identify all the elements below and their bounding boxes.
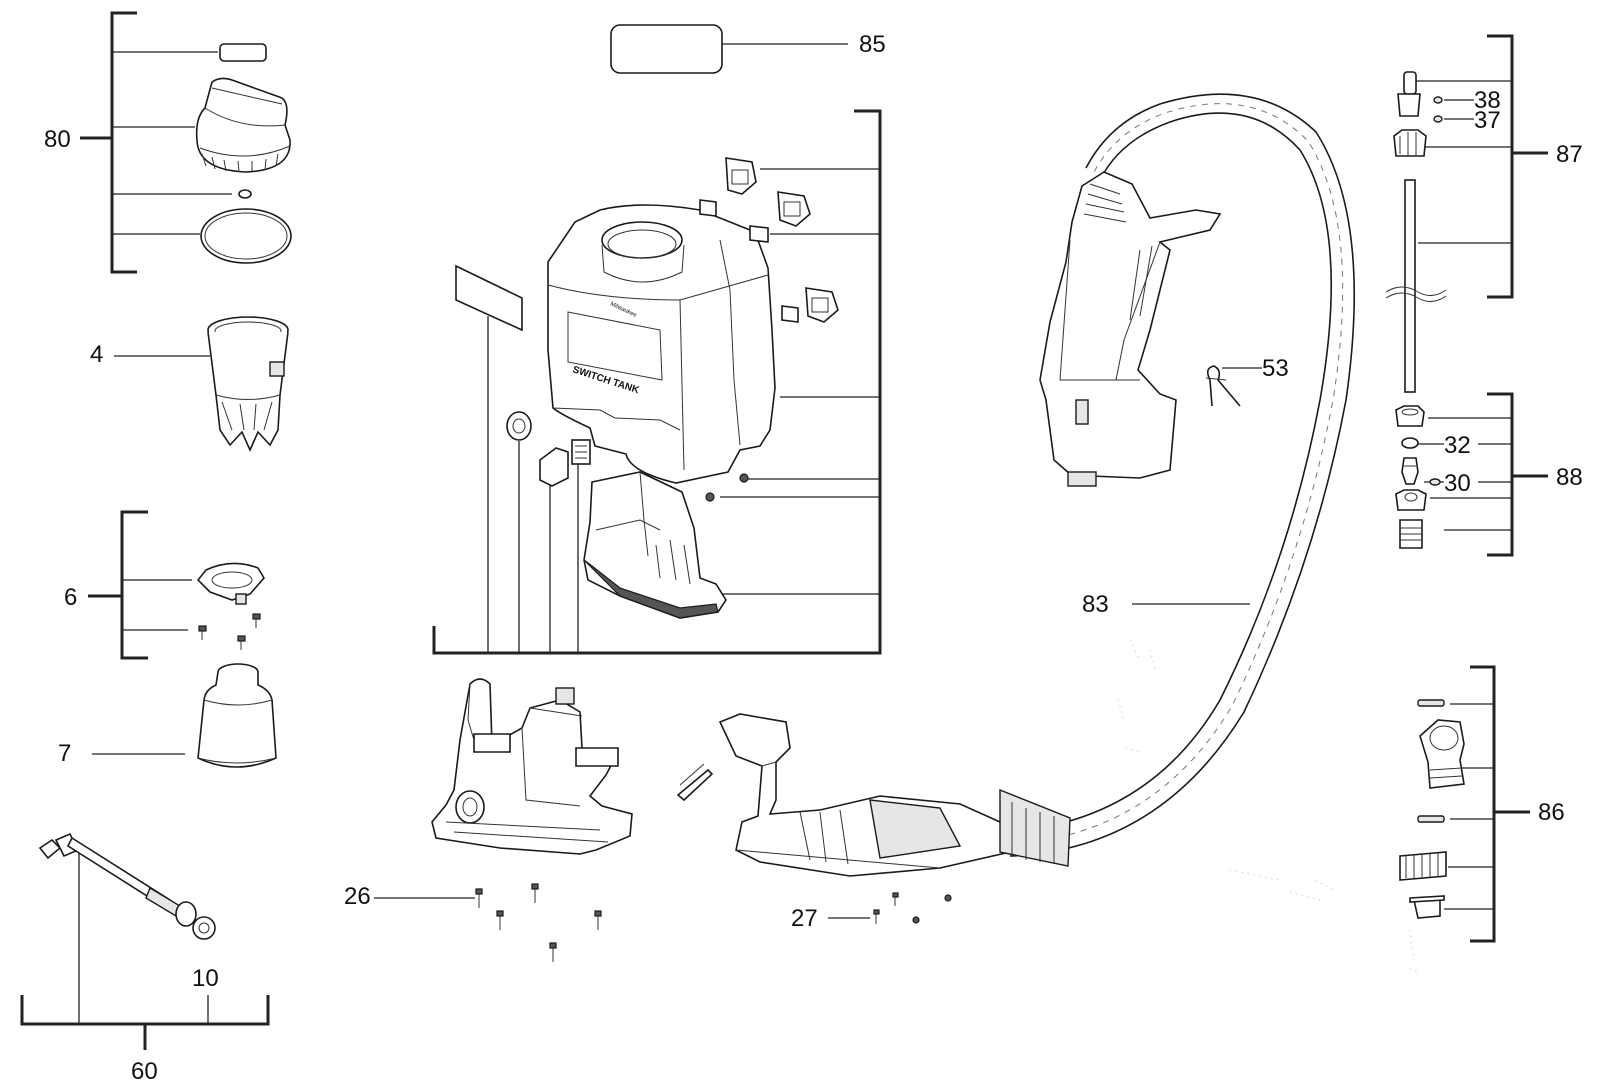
tank-cap-part	[195, 77, 291, 173]
nozzle-washer-38	[1433, 96, 1443, 104]
callout-86: 86	[1538, 799, 1565, 826]
callout-80: 80	[44, 126, 71, 153]
o-ring-30-part	[1429, 478, 1441, 486]
group-88: 88 32 30	[1395, 392, 1583, 557]
bracket-87	[1487, 34, 1514, 299]
callout-30: 30	[1444, 470, 1471, 497]
shutoff-cap-part	[1395, 405, 1425, 427]
callout-10: 10	[192, 965, 219, 992]
bracket-86	[1470, 665, 1496, 943]
callout-60: 60	[131, 1058, 158, 1085]
group-6: 6	[64, 510, 265, 660]
callout-85: 85	[859, 31, 886, 58]
callout-53: 53	[1262, 355, 1289, 382]
pin-part-2	[1417, 815, 1445, 823]
swivel-connector-part	[1419, 719, 1465, 789]
o-ring-32-part	[1401, 437, 1419, 449]
pump-assembly-part	[431, 678, 633, 855]
callout-4: 4	[90, 341, 103, 368]
callout-37: 37	[1474, 107, 1501, 134]
callout-83: 83	[1082, 591, 1109, 618]
spray-handle-part	[1039, 171, 1222, 487]
scan-specks	[1117, 639, 1421, 973]
nozzle-cap-part	[1393, 129, 1427, 157]
group-85: 85	[610, 24, 886, 74]
latch-part	[725, 157, 839, 323]
bracket-60	[20, 995, 270, 1026]
screw-part	[198, 613, 261, 650]
base-screws-part	[873, 892, 952, 924]
bracket-80	[110, 11, 137, 274]
group-87: 87 38 37	[1385, 34, 1583, 393]
group-60: 60 10	[20, 832, 270, 1085]
strainer-basket-part	[207, 316, 289, 452]
threaded-nut-part	[1399, 851, 1447, 881]
spray-wand-part	[38, 832, 216, 940]
tank-bracket	[432, 109, 882, 655]
group-83: 83 53	[999, 93, 1356, 867]
hose-base-part	[718, 713, 1012, 877]
group-4: 4	[90, 316, 289, 452]
callout-32: 32	[1444, 432, 1471, 459]
callout-26: 26	[344, 883, 371, 910]
group-26: 26	[344, 678, 633, 962]
nozzle-tip-part	[1397, 71, 1421, 117]
end-cap-part	[1409, 895, 1445, 919]
label-plate-part	[219, 43, 267, 62]
collar-part	[196, 562, 265, 605]
extension-tube-part	[1385, 179, 1447, 393]
plug-part-2	[705, 492, 715, 502]
valve-stem-part	[1401, 457, 1419, 485]
hose-part	[999, 93, 1356, 867]
o-ring-part	[200, 208, 292, 264]
group-7: 7	[58, 663, 277, 768]
bracket-6	[120, 510, 148, 660]
callout-38: 38	[1474, 87, 1501, 114]
callout-7: 7	[58, 740, 71, 767]
callout-6: 6	[64, 584, 77, 611]
clip-part	[539, 447, 569, 487]
tank-assembly-group: Milwaukee SWITCH TANK	[432, 109, 882, 655]
spray-tank-part: Milwaukee SWITCH TANK	[547, 204, 776, 484]
plug-part	[739, 473, 749, 483]
small-decal-part	[571, 439, 591, 465]
pin-part	[1417, 699, 1445, 707]
callout-27: 27	[791, 905, 818, 932]
battery-housing-part	[583, 471, 727, 619]
nut-part	[506, 411, 532, 441]
callout-88: 88	[1556, 464, 1583, 491]
group-27: 27	[676, 713, 1012, 932]
pump-screws-part	[475, 883, 602, 962]
label-sticker-part	[455, 264, 523, 332]
chemical-bottle-part	[197, 663, 277, 768]
callout-87: 87	[1556, 141, 1583, 168]
group-86: 86	[1399, 665, 1565, 943]
washer-part	[238, 189, 252, 199]
sticker-85-part	[610, 24, 723, 74]
nozzle-washer-37	[1433, 115, 1443, 123]
spring-clip-part	[676, 763, 714, 802]
decal-part	[699, 199, 799, 323]
fitting-part	[1399, 519, 1423, 549]
lock-spring-part	[1205, 365, 1241, 407]
hex-nut-part	[1395, 489, 1427, 511]
group-80: 80	[44, 11, 292, 274]
